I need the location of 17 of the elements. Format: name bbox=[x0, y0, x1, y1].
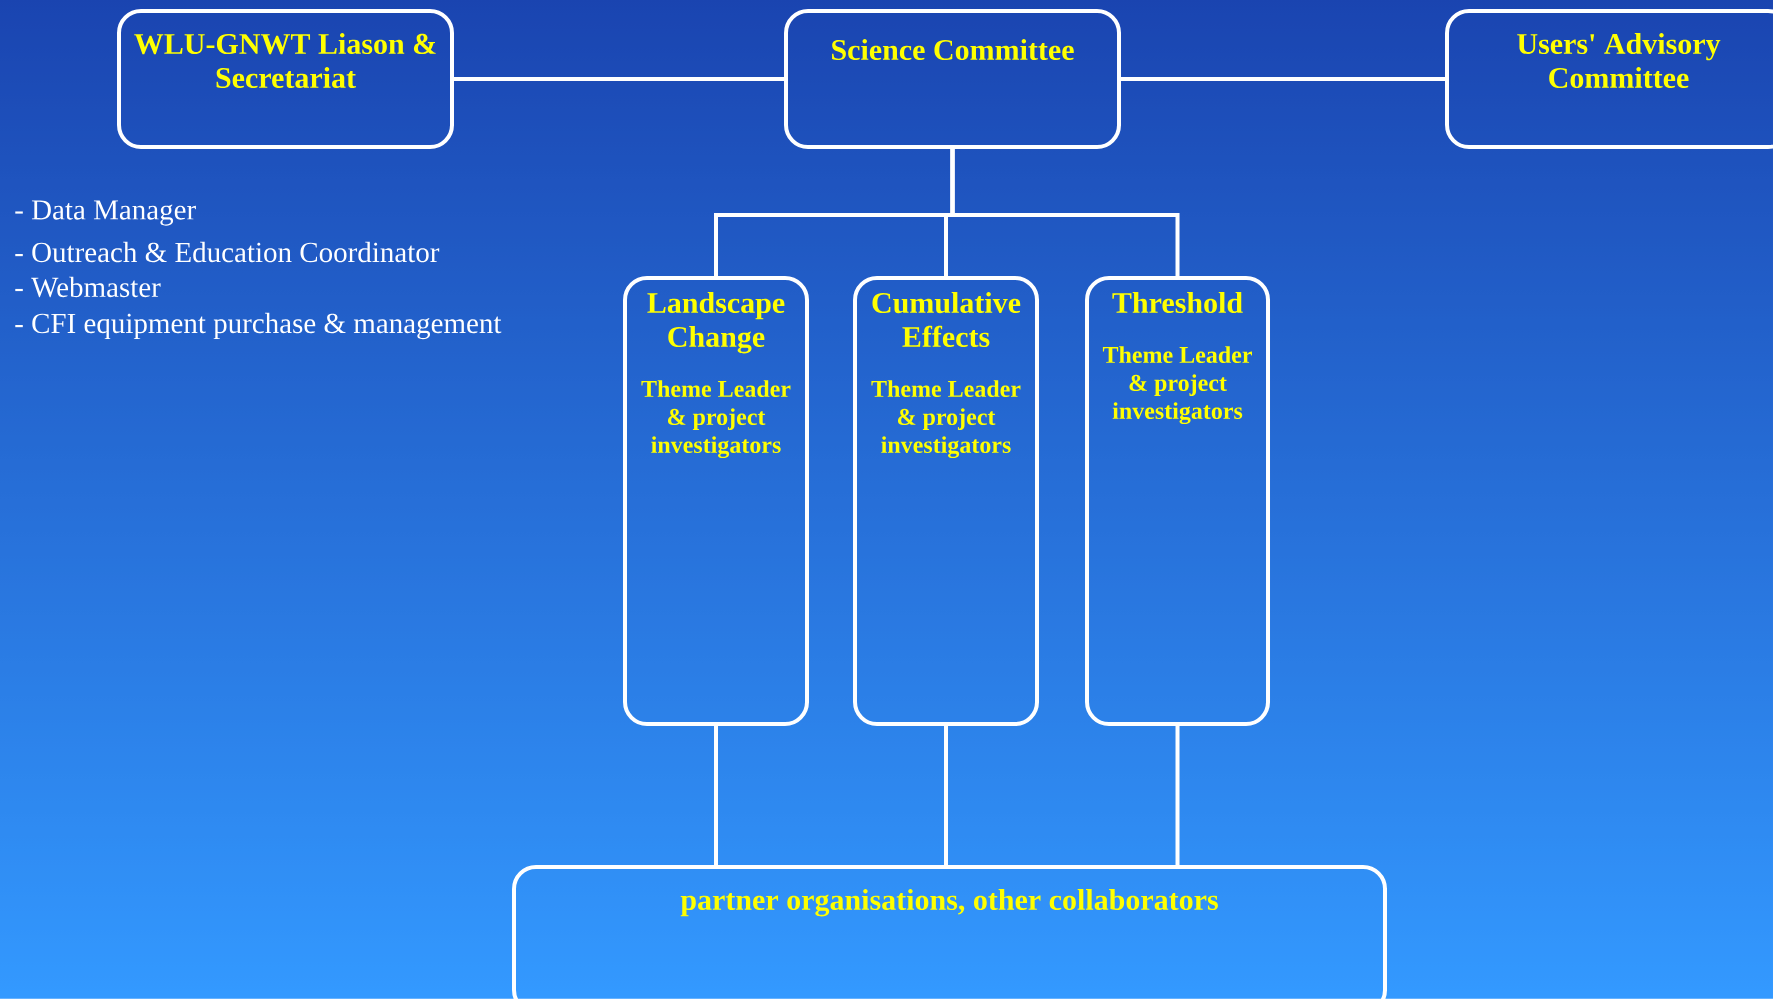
theme-box: Cumulative Effects Theme Leader & project investigators bbox=[853, 276, 1039, 726]
list-item: - CFI equipment purchase & management bbox=[15, 312, 502, 340]
committee-box: Users' Advisory Committee bbox=[1445, 9, 1773, 149]
list-item: - Webmaster bbox=[15, 276, 161, 298]
committee-box: WLU-GNWT Liason & Secretariat bbox=[117, 9, 454, 149]
connector-line bbox=[714, 724, 718, 867]
connector-line bbox=[1119, 77, 1447, 81]
theme-box: Landscape Change Theme Leader & project investigators bbox=[623, 276, 809, 726]
connector-line bbox=[950, 147, 1180, 278]
connector-line bbox=[452, 77, 786, 81]
connector-line bbox=[1175, 724, 1180, 867]
list-item: - Outreach & Education Coordinator bbox=[15, 241, 440, 263]
theme-box: Threshold Theme Leader & project investigators bbox=[1085, 276, 1270, 726]
list-item: - Data Manager bbox=[15, 200, 196, 226]
committee-box: Science Committee bbox=[784, 9, 1121, 149]
connector-line bbox=[944, 724, 948, 867]
partner-box: partner organisations, other collaborators bbox=[512, 865, 1387, 999]
